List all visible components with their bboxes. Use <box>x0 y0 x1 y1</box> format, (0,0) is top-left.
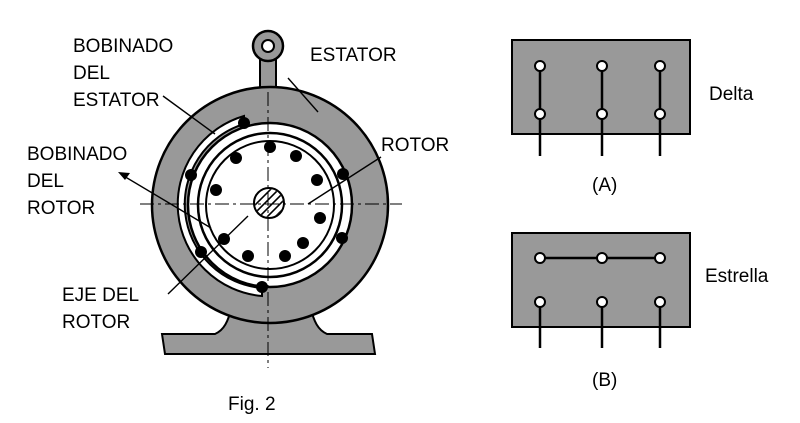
stator-slots <box>185 117 349 293</box>
arrowhead-icon <box>118 172 130 180</box>
centerlines <box>140 92 402 368</box>
label-stator-winding-line3: ESTATOR <box>73 90 160 111</box>
rotor-slots <box>210 141 326 262</box>
delta-terminals <box>534 60 666 120</box>
label-stator-winding-line2: DEL <box>73 63 110 84</box>
label-shaft-line2: ROTOR <box>62 312 130 333</box>
label-stator-winding-line1: BOBINADO <box>73 36 173 57</box>
star-caption: (B) <box>592 370 617 391</box>
label-stator: ESTATOR <box>310 45 397 66</box>
motor-labels: BOBINADO DEL ESTATOR ESTATOR BOBINADO DE… <box>27 36 449 415</box>
label-rotor-winding-line2: DEL <box>27 171 64 192</box>
lifting-eye <box>251 29 285 91</box>
star-connection-box: Estrella (B) <box>511 232 769 391</box>
star-label: Estrella <box>705 266 769 287</box>
label-rotor-winding-line3: ROTOR <box>27 198 95 219</box>
motor-drawing <box>118 29 402 368</box>
delta-caption: (A) <box>592 175 617 196</box>
label-rotor: ROTOR <box>381 135 449 156</box>
label-rotor-winding-line1: BOBINADO <box>27 144 127 165</box>
label-shaft-line1: EJE DEL <box>62 285 139 306</box>
delta-connection-box: Delta (A) <box>511 39 754 196</box>
delta-label: Delta <box>709 84 754 105</box>
star-terminals <box>534 252 666 308</box>
leader-lines <box>121 77 382 295</box>
figure-caption: Fig. 2 <box>228 394 276 415</box>
